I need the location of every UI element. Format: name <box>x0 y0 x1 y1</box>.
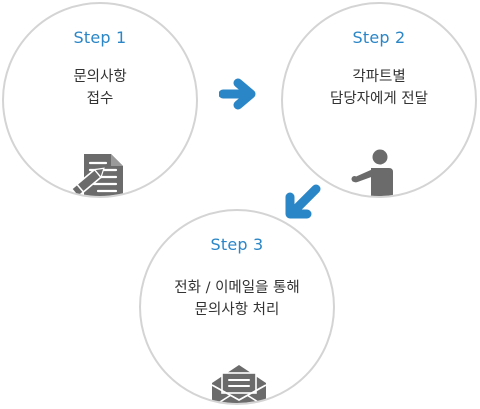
step-3-circle: Step 3 전화 / 이메일을 통해 문의사항 처리 <box>139 209 335 405</box>
step-3-text: 전화 / 이메일을 통해 문의사항 처리 <box>141 277 333 321</box>
envelope-icon <box>211 365 267 403</box>
person-icon <box>351 149 393 196</box>
step-2-text-line-1: 각파트별 <box>352 69 406 85</box>
step-2-text-line-2: 담당자에게 전달 <box>330 91 428 107</box>
step-1-circle: Step 1 문의사항 접수 <box>2 2 198 198</box>
step-1-text-line-2: 접수 <box>86 91 114 107</box>
step-2-label: Step 2 <box>352 28 406 47</box>
arrow-right-icon <box>219 78 256 110</box>
step-2-circle: Step 2 각파트별 담당자에게 전달 <box>281 2 477 198</box>
step-1-label: Step 1 <box>73 28 127 47</box>
step-1-text: 문의사항 접수 <box>4 66 196 110</box>
step-3-text-line-1: 전화 / 이메일을 통해 <box>174 280 300 296</box>
document-pencil-icon <box>71 154 123 196</box>
step-2-text: 각파트별 담당자에게 전달 <box>283 66 475 110</box>
step-3-text-line-2: 문의사항 처리 <box>194 302 280 318</box>
step-3-label: Step 3 <box>210 235 264 254</box>
step-1-text-line-1: 문의사항 <box>73 69 127 85</box>
arrow-down-left-icon <box>285 184 321 219</box>
